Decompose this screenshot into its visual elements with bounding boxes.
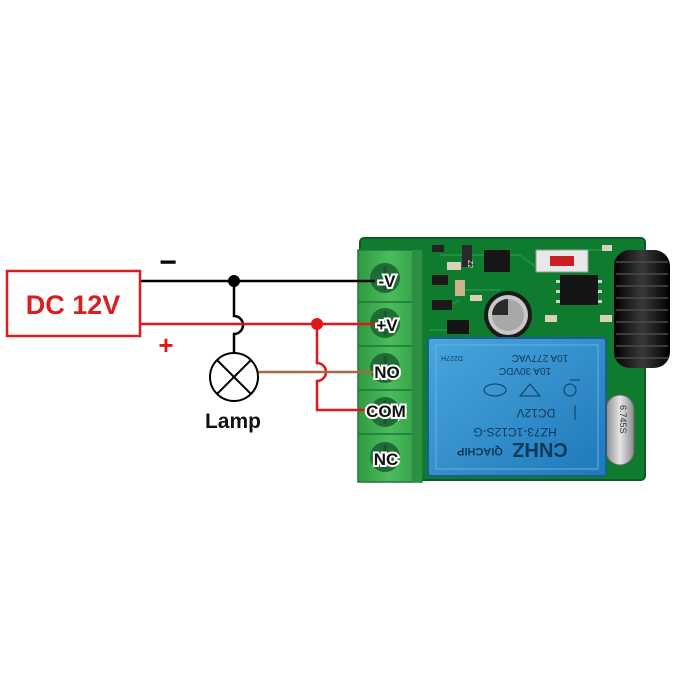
terminal-block	[357, 249, 423, 483]
relay-brand: CNHZ	[512, 438, 568, 460]
lamp: Lamp	[205, 352, 261, 433]
relay-module: Z2 6.745S	[359, 237, 670, 481]
relay-maker: QIACHIP	[457, 445, 503, 457]
minus-sign: −	[159, 246, 177, 279]
pcb-ref-z2: Z2	[466, 260, 473, 268]
terminal-label-neg-v: -V	[379, 272, 397, 291]
terminal-labels: -V +V NO COM NC	[364, 270, 408, 471]
relay-cert-marks	[483, 379, 580, 420]
power-box	[5, 269, 142, 338]
power-label: DC 12V	[26, 290, 121, 320]
relay-rating-1: 10A 30VDC	[499, 365, 551, 376]
terminal-label-no: NO	[374, 363, 400, 382]
crystal-label: 6.745S	[618, 405, 628, 434]
terminal-label-pos-v: +V	[376, 316, 398, 335]
terminal-label-com: COM	[366, 402, 406, 421]
negative-junction	[228, 275, 240, 287]
terminal-label-nc: NC	[374, 450, 399, 469]
learn-button	[535, 249, 589, 273]
smd-components	[432, 245, 612, 334]
relay-model: HZ73-1C12S-G	[473, 425, 556, 439]
relay-code: D227H	[441, 354, 463, 361]
relay-rating-2: 10A 277VAC	[512, 352, 569, 363]
relay-coil: DC12V	[517, 406, 556, 420]
antenna	[614, 250, 670, 368]
plus-sign: +	[158, 330, 173, 360]
power-source: DC 12V − +	[5, 246, 177, 360]
capacitor	[484, 291, 532, 339]
lamp-negative-lead	[232, 281, 245, 352]
positive-junction	[311, 318, 323, 330]
relay: CNHZ QIACHIP HZ73-1C12S-G DC12V 10A 30VD…	[427, 337, 607, 477]
wires	[140, 275, 375, 412]
lamp-label: Lamp	[205, 410, 261, 433]
crystal-oscillator: 6.745S	[605, 394, 635, 466]
